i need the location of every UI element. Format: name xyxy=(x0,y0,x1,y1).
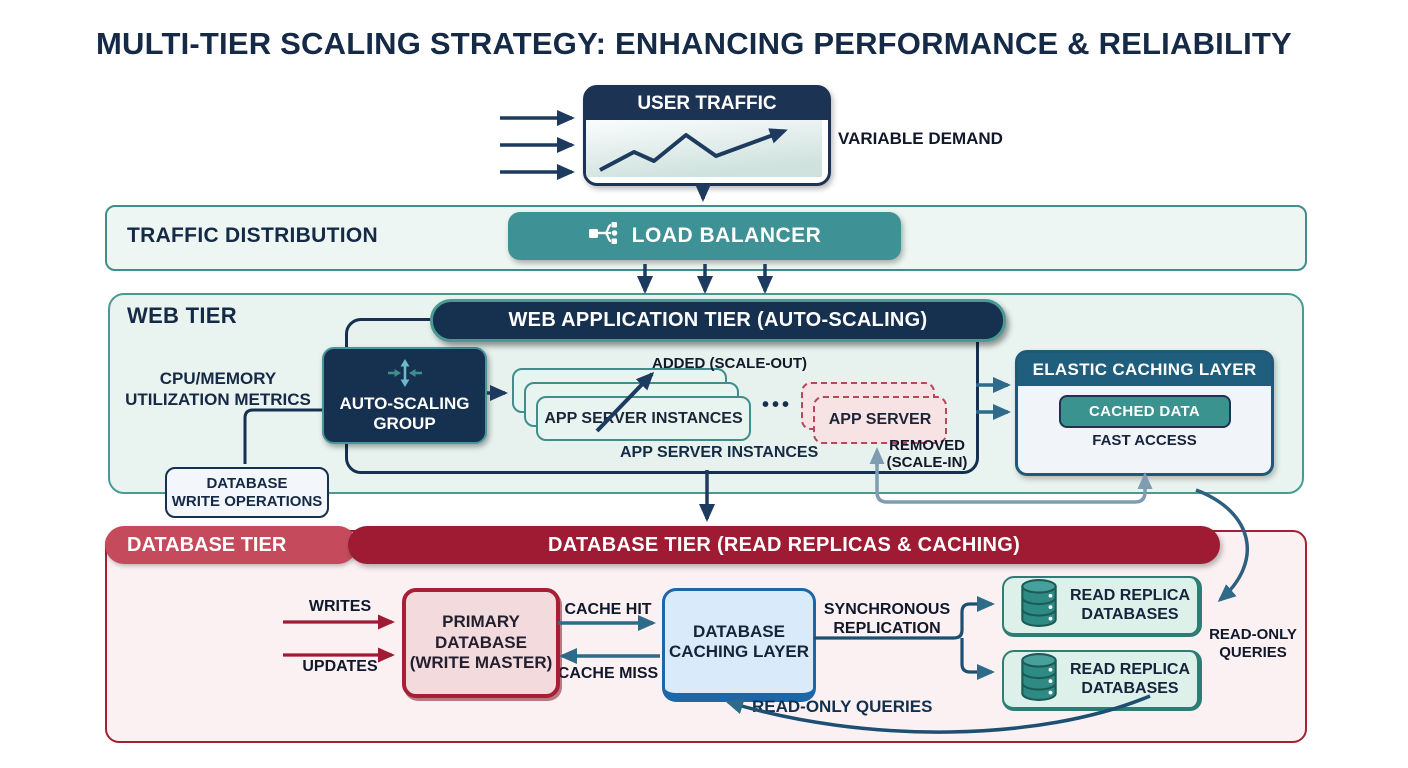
traffic-chart xyxy=(586,120,828,183)
page-title: MULTI-TIER SCALING STRATEGY: ENHANCING P… xyxy=(96,26,1292,61)
load-balancer-node: LOAD BALANCER xyxy=(508,212,901,260)
database-icon xyxy=(1018,652,1060,707)
cache-hit-label: CACHE HIT xyxy=(564,601,652,618)
app-server-removed-node: APP SERVER xyxy=(813,396,947,444)
read-only-queries-side-label: READ-ONLY QUERIES xyxy=(1209,626,1297,661)
removed-scale-in-label: REMOVED (SCALE-IN) xyxy=(886,437,968,472)
user-traffic-header: USER TRAFFIC xyxy=(586,88,828,120)
scaling-arrows-icon xyxy=(383,357,427,394)
cache-miss-label: CACHE MISS xyxy=(557,665,659,682)
fast-access-label: FAST ACCESS xyxy=(1092,432,1197,449)
synchronous-replication-label: SYNCHRONOUS REPLICATION xyxy=(823,601,951,638)
elastic-caching-layer-node: ELASTIC CACHING LAYER CACHED DATA FAST A… xyxy=(1015,350,1274,476)
read-replica-node-1: READ REPLICA DATABASES xyxy=(1002,576,1202,637)
load-balancer-icon xyxy=(588,218,620,254)
elastic-caching-header: ELASTIC CACHING LAYER xyxy=(1018,353,1271,386)
auto-scaling-group-node: AUTO-SCALING GROUP xyxy=(322,347,487,444)
load-balancer-label: LOAD BALANCER xyxy=(631,224,822,247)
web-app-tier-header: WEB APPLICATION TIER (AUTO-SCALING) xyxy=(430,299,1006,342)
read-only-queries-bottom-label: READ-ONLY QUERIES xyxy=(752,697,933,716)
cpu-memory-metrics-label: CPU/MEMORY UTILIZATION METRICS xyxy=(125,369,311,410)
db-write-operations-node: DATABASE WRITE OPERATIONS xyxy=(165,467,329,518)
traffic-distribution-label: TRAFFIC DISTRIBUTION xyxy=(127,224,378,247)
writes-label: WRITES xyxy=(308,598,372,615)
primary-database-node: PRIMARY DATABASE (WRITE MASTER) xyxy=(402,588,560,698)
ellipsis: ••• xyxy=(762,394,793,416)
auto-scaling-group-label: AUTO-SCALING GROUP xyxy=(339,394,470,433)
database-tier-label: DATABASE TIER xyxy=(127,533,287,556)
database-tier-label-pill: DATABASE TIER xyxy=(105,526,357,564)
read-replica-label: READ REPLICA DATABASES xyxy=(1070,587,1191,623)
web-tier-label: WEB TIER xyxy=(127,303,237,328)
database-icon xyxy=(1018,578,1060,633)
app-server-instances-caption: APP SERVER INSTANCES xyxy=(620,444,819,461)
app-server-instances-node: APP SERVER INSTANCES xyxy=(536,396,751,441)
database-tier-header: DATABASE TIER (READ REPLICAS & CACHING) xyxy=(348,526,1220,564)
variable-demand-label: VARIABLE DEMAND xyxy=(838,129,1003,148)
database-caching-layer-node: DATABASE CACHING LAYER xyxy=(662,588,816,702)
cached-data-pill: CACHED DATA xyxy=(1058,395,1231,428)
read-replica-label: READ REPLICA DATABASES xyxy=(1070,661,1191,697)
added-scale-out-label: ADDED (SCALE-OUT) xyxy=(652,355,807,372)
updates-label: UPDATES xyxy=(302,658,378,675)
read-replica-node-2: READ REPLICA DATABASES xyxy=(1002,650,1202,711)
user-traffic-box: USER TRAFFIC xyxy=(583,85,831,186)
